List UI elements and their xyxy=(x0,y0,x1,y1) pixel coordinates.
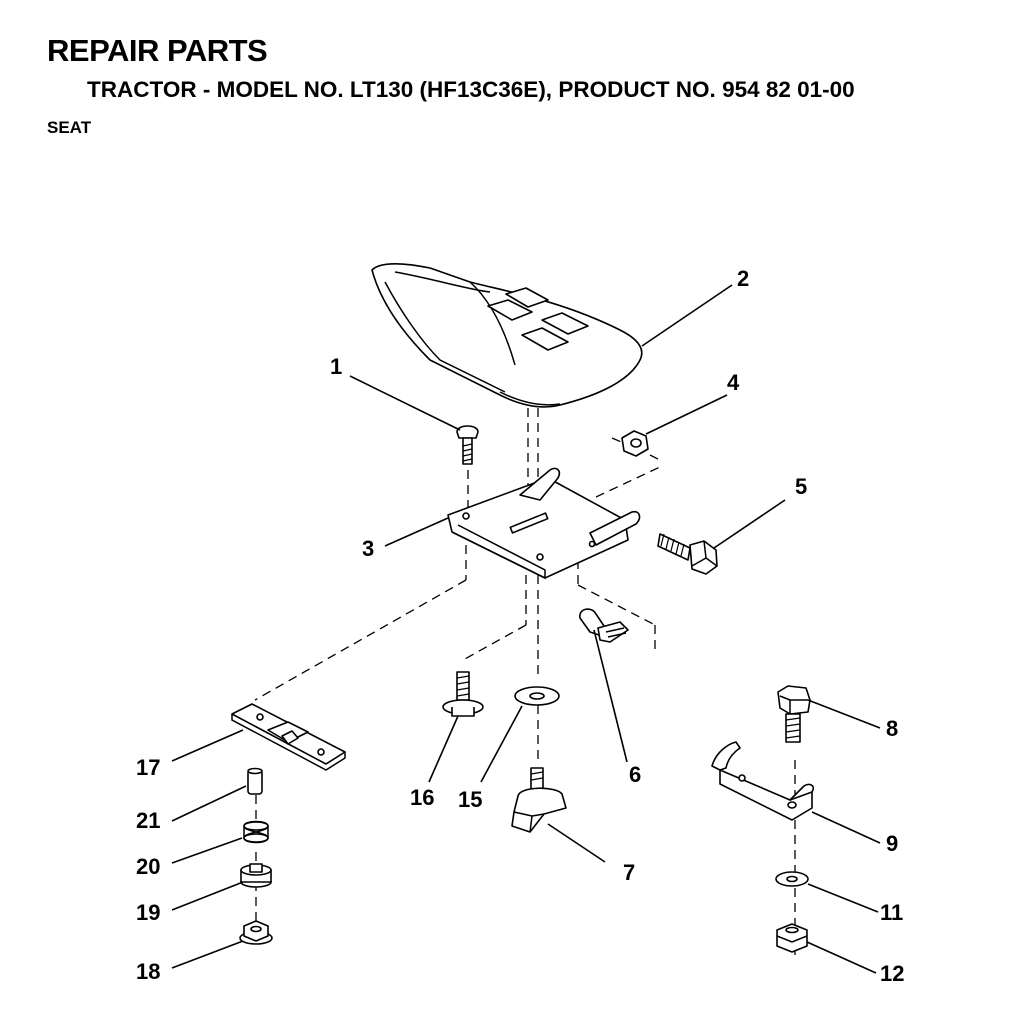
callout-20: 20 xyxy=(136,854,160,879)
pin-part xyxy=(247,767,263,795)
bushing-part xyxy=(240,863,272,888)
callout-1: 1 xyxy=(330,354,342,379)
callout-5: 5 xyxy=(795,474,807,499)
spring-part xyxy=(243,820,269,844)
shoulder-bolt-part xyxy=(657,533,718,575)
callout-8: 8 xyxy=(886,716,898,741)
flange-nut-part xyxy=(239,920,273,945)
hex-nut-part xyxy=(621,430,649,457)
callout-7: 7 xyxy=(623,860,635,885)
flange-bolt-part xyxy=(442,671,484,717)
section-title: REPAIR PARTS xyxy=(47,33,268,68)
callout-9: 9 xyxy=(886,831,898,856)
seat-part xyxy=(371,262,643,408)
lock-nut-part xyxy=(776,923,808,953)
callout-4: 4 xyxy=(727,370,740,395)
switch-clip-part xyxy=(579,608,629,643)
bracket-part xyxy=(711,741,815,821)
hex-bolt-part xyxy=(777,685,811,743)
callout-15: 15 xyxy=(458,787,482,812)
callout-6: 6 xyxy=(629,762,641,787)
callout-16: 16 xyxy=(410,785,434,810)
callout-12: 12 xyxy=(880,961,904,986)
lock-washer-part xyxy=(775,871,809,887)
carriage-bolt-part xyxy=(456,425,479,465)
callout-21: 21 xyxy=(136,808,160,833)
callout-19: 19 xyxy=(136,900,160,925)
leader-lines xyxy=(171,284,881,974)
callout-2: 2 xyxy=(737,266,749,291)
subsection-title: SEAT xyxy=(47,118,92,137)
slide-plate-part xyxy=(231,703,346,771)
callout-numbers: 1 2 3 4 5 6 7 8 9 11 12 15 16 17 18 19 2… xyxy=(136,266,904,986)
seat-tread-pads xyxy=(487,287,589,351)
callout-18: 18 xyxy=(136,959,160,984)
callout-3: 3 xyxy=(362,536,374,561)
knob-part xyxy=(511,767,567,833)
callout-17: 17 xyxy=(136,755,160,780)
seat-pan-part xyxy=(447,467,641,580)
callout-11: 11 xyxy=(880,900,903,925)
flat-washer-part xyxy=(514,686,560,706)
model-title: TRACTOR - MODEL NO. LT130 (HF13C36E), PR… xyxy=(87,77,855,102)
